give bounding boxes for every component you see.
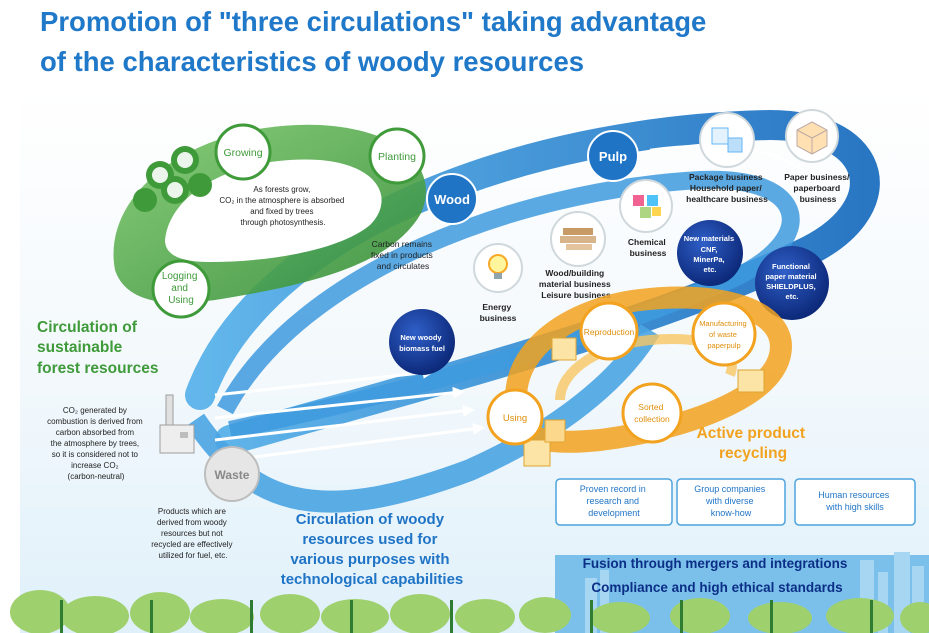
reproduction-node: Reproduction — [579, 301, 639, 361]
circulation-diagram: Growing Planting Logging and Using As fo… — [10, 88, 929, 633]
logging-line-1: Logging — [162, 271, 198, 282]
paper-business-icon — [785, 109, 839, 163]
strength-box-group: Group companies with diverse know-how — [676, 478, 786, 526]
svg-text:Functional paper materia: Functional paper material SHIELDPLUS, et… — [765, 262, 818, 301]
wood-hub: Wood — [426, 173, 478, 225]
tree-trunks — [60, 600, 873, 633]
svg-text:Proven record in researc: Proven record in research and developmen… — [580, 484, 649, 518]
carbon-text: Carbon remains fixed in products and cir… — [371, 239, 435, 271]
functional-paper-badge: Functional paper material SHIELDPLUS, et… — [755, 246, 829, 320]
energy-business-icon — [473, 243, 523, 293]
biomass-fuel-badge: New woody biomass fuel — [389, 309, 455, 375]
growing-label: Growing — [223, 147, 262, 159]
energy-business-label: Energy business — [480, 302, 517, 323]
strength-box-rd: Proven record in research and developmen… — [555, 478, 673, 526]
chemical-business-icon — [619, 179, 673, 233]
svg-text:Manufacturing of waste: Manufacturing of waste paperpulp — [699, 319, 749, 350]
sorted-collection-node: Sorted collection — [621, 382, 683, 444]
page-title: Promotion of "three circulations" taking… — [40, 2, 910, 82]
strength-box-hr: Human resources with high skills — [794, 478, 916, 526]
forest-heading: Circulation of sustainable forest resour… — [37, 319, 158, 377]
chemical-business-label: Chemical business — [628, 237, 668, 258]
title-line-2: of the characteristics of woody resource… — [40, 46, 585, 77]
reproduction-label: Reproduction — [584, 327, 635, 337]
manufacturing-node: Manufacturing of waste paperpulp — [691, 301, 757, 367]
wood-building-icon — [550, 211, 606, 267]
package-business-label: Package business Household paper/ health… — [686, 172, 768, 204]
woody-heading: Circulation of woody resources used for … — [281, 511, 464, 588]
recycling-heading: Active product recycling — [697, 425, 810, 462]
title-line-1: Promotion of "three circulations" taking… — [40, 6, 707, 37]
svg-text:Sorted collection: Sorted collection — [634, 402, 670, 424]
svg-text:Logging and Using: Logging and Using — [162, 271, 200, 306]
pulp-hub: Pulp — [587, 130, 639, 182]
paper-business-label: Paper business/ paperboard business — [784, 172, 852, 204]
new-materials-badge: New materials CNF, MinerPa, etc. — [677, 220, 743, 286]
forest-loop — [113, 124, 426, 303]
tree-row — [10, 590, 929, 633]
svg-text:New woody biomass fuel: New woody biomass fuel — [399, 333, 445, 353]
co2-text: CO₂ generated by combustion is derived f… — [47, 406, 145, 481]
orange-products — [523, 337, 765, 467]
wood-building-label: Wood/building material business Leisure … — [539, 268, 613, 300]
factory-icon — [159, 394, 195, 454]
logging-node: Logging and Using — [151, 259, 211, 319]
svg-text:Human resources with hig: Human resources with high skills — [818, 490, 892, 512]
svg-text:New materials CNF,: New materials CNF, MinerPa, etc. — [684, 234, 737, 274]
planting-label: Planting — [378, 151, 416, 163]
growing-node: Growing — [214, 123, 272, 181]
wood-label: Wood — [434, 192, 470, 207]
waste-text: Products which are derived from woody re… — [151, 507, 234, 560]
logging-line-2: and — [171, 283, 188, 294]
pulp-label: Pulp — [599, 149, 627, 164]
waste-label: Waste — [215, 468, 250, 482]
waste-hub: Waste — [204, 446, 260, 502]
using-label: Using — [503, 413, 527, 424]
logging-line-3: Using — [168, 295, 194, 306]
compliance-text: Compliance and high ethical standards — [591, 580, 842, 595]
using-node: Using — [486, 388, 544, 446]
planting-node: Planting — [368, 127, 426, 185]
growth-text: As forests grow, CO₂ in the atmosphere i… — [219, 185, 346, 227]
package-business-icon — [699, 112, 755, 168]
svg-text:Group companies with div: Group companies with diverse know-how — [694, 484, 768, 518]
fusion-text: Fusion through mergers and integrations — [583, 556, 848, 571]
